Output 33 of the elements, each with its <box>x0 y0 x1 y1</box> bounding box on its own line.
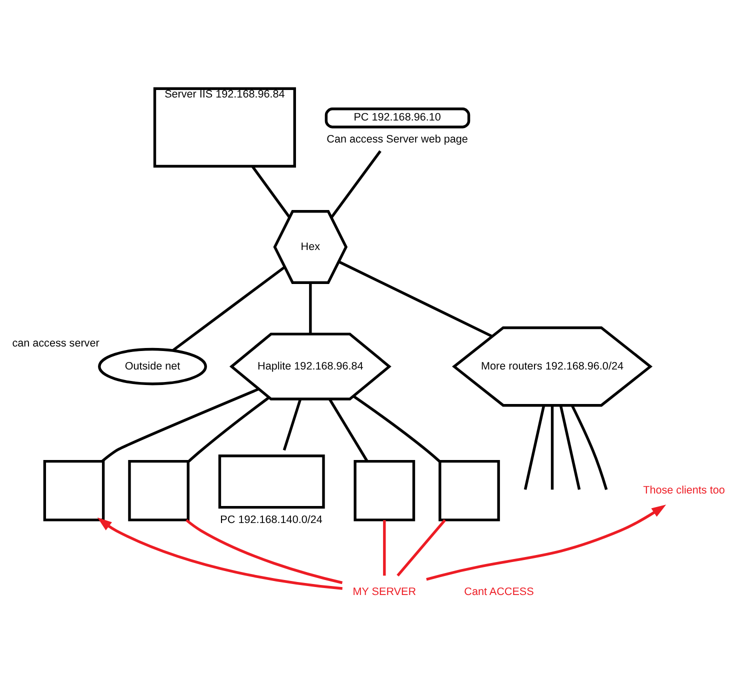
node-label: PC 192.168.140.0/24 <box>220 514 322 526</box>
connector <box>251 165 290 218</box>
node-label: Can access Server web page <box>326 133 468 146</box>
connector <box>570 404 608 490</box>
node-box <box>218 454 325 509</box>
arrow <box>97 518 343 590</box>
connector <box>186 519 343 584</box>
node-text: MY SERVER <box>352 586 416 598</box>
connector <box>524 405 546 490</box>
arrow <box>426 504 666 581</box>
label: Cant ACCESS <box>464 586 534 598</box>
connector <box>330 150 382 218</box>
connector <box>352 395 441 463</box>
node-box: Server IIS 192.168.96.84 <box>153 87 296 168</box>
connector <box>101 388 260 462</box>
connector <box>187 396 270 463</box>
connector <box>282 398 302 451</box>
connector <box>172 266 286 352</box>
node-box <box>438 460 500 522</box>
connector <box>396 519 446 577</box>
connector <box>309 282 312 334</box>
node-text: Those clients too <box>643 484 725 496</box>
node-label: can access server <box>12 337 100 350</box>
node-box: PC 192.168.96.10 <box>324 108 470 128</box>
connector <box>328 398 368 462</box>
connector <box>550 405 554 490</box>
node-box <box>128 460 190 522</box>
connector <box>338 260 493 338</box>
node-box <box>43 460 105 522</box>
node-ellipse: Outside net <box>98 348 207 386</box>
connector <box>383 520 386 576</box>
node-box <box>354 460 416 522</box>
connector <box>559 405 581 490</box>
